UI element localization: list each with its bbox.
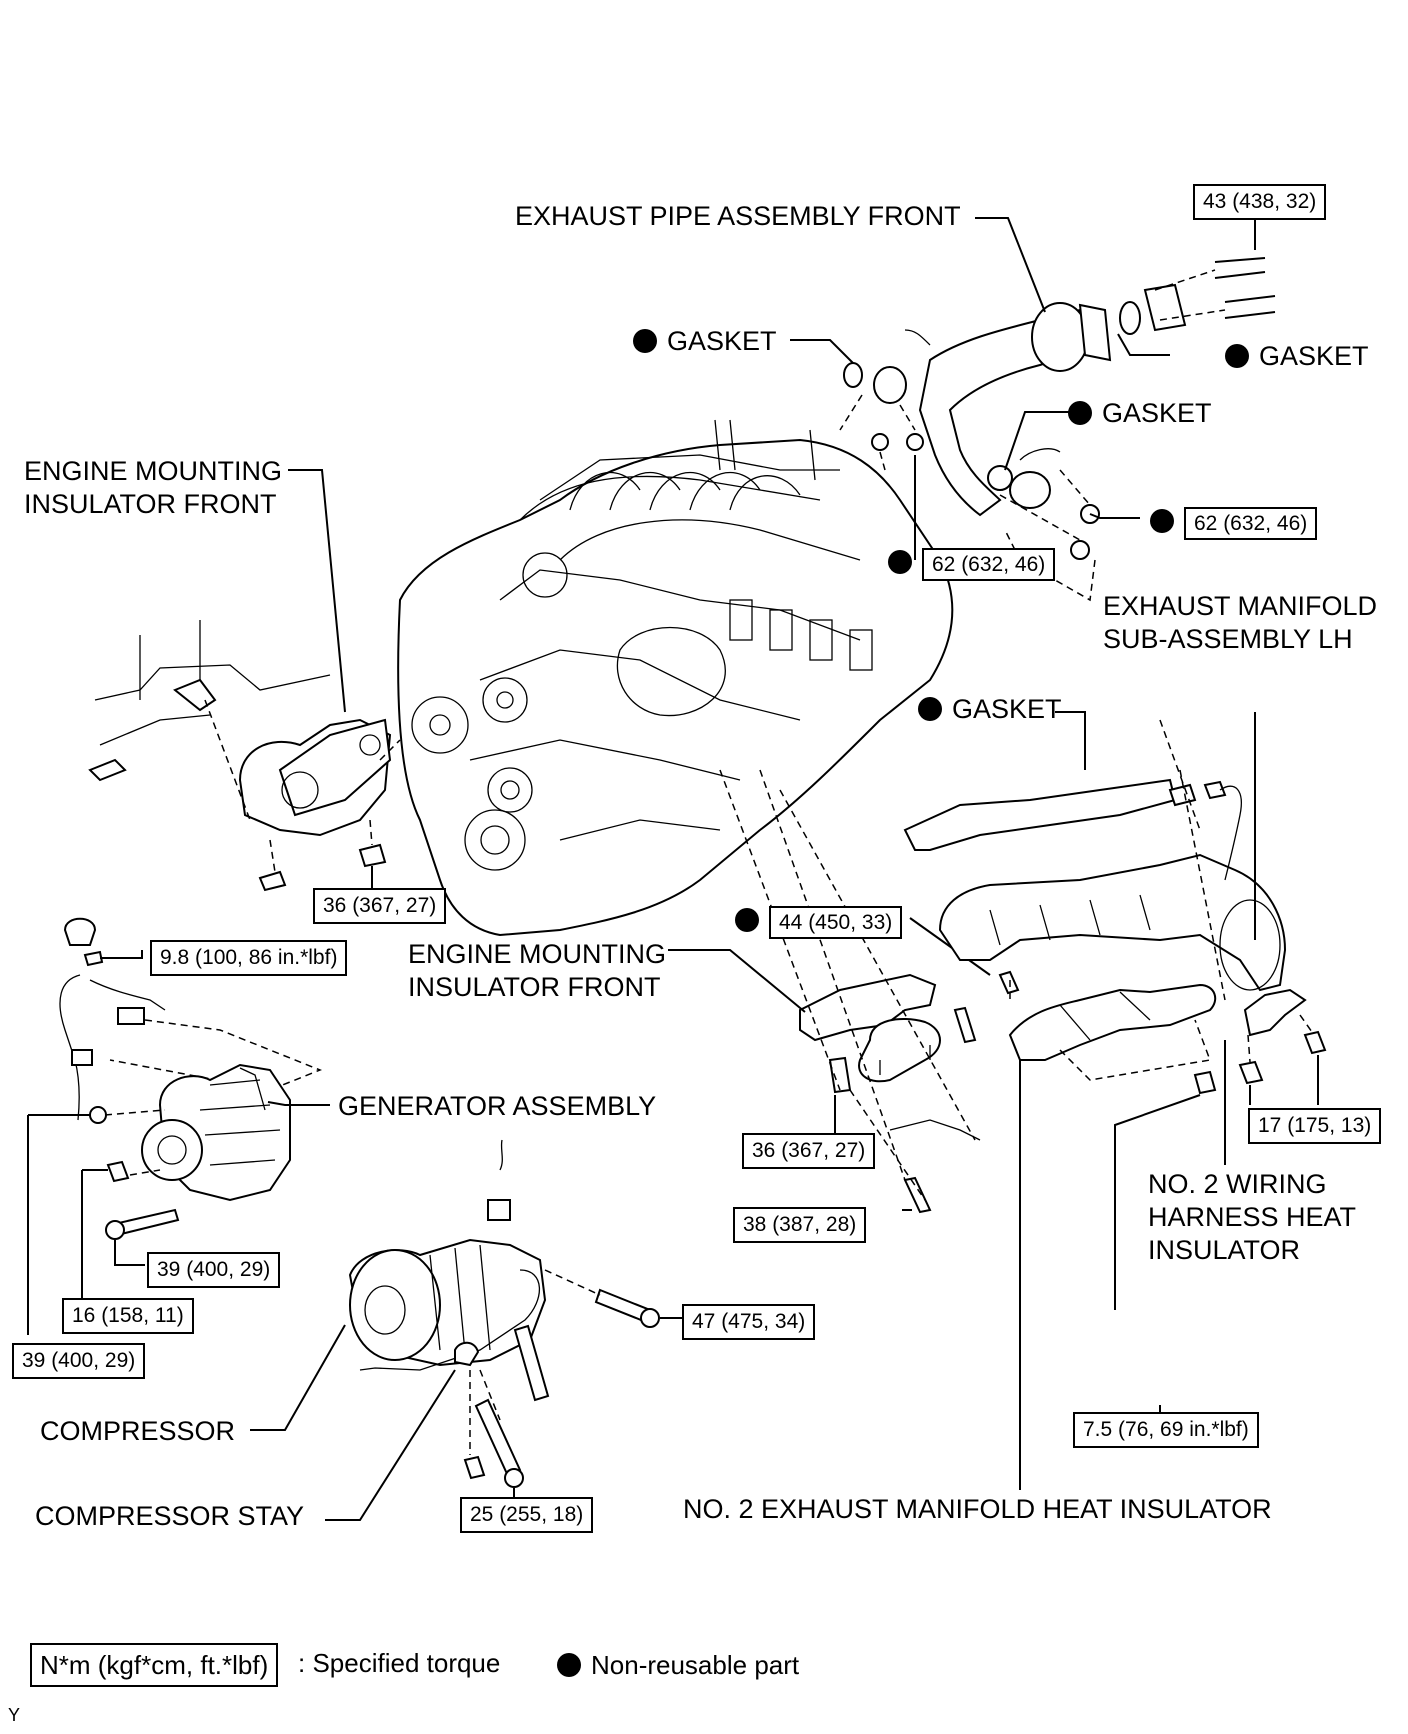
- label-manifold-heat-insulator: NO. 2 EXHAUST MANIFOLD HEAT INSULATOR: [683, 1494, 1272, 1524]
- nut-1: [871, 433, 889, 451]
- label-engine-mount-left-line1: ENGINE MOUNTING: [24, 456, 283, 486]
- legend-non-reusable: Non-reusable part: [557, 1649, 799, 1681]
- label-exhaust-manifold-line2: SUB-ASSEMBLY LH: [1103, 624, 1353, 654]
- engine-block: [397, 419, 954, 937]
- torque-manifold-nut-right: 62 (632, 46): [1150, 505, 1318, 540]
- torque-box-insulator-75: 7.5 (76, 69 in.*lbf): [1073, 1412, 1259, 1448]
- torque-box-wire: 9.8 (100, 86 in.*lbf): [150, 940, 348, 976]
- label-exhaust-pipe-front: EXHAUST PIPE ASSEMBLY FRONT: [515, 201, 961, 231]
- torque-manifold-nut-left: 62 (632, 46): [888, 546, 1056, 581]
- non-reusable-dot-icon: [888, 550, 912, 574]
- label-gasket-manifold: GASKET: [918, 693, 1062, 726]
- torque-box-mount-left: 36 (367, 27): [313, 888, 447, 924]
- sensor-wire: [59, 917, 323, 1121]
- torque-box: 62 (632, 46): [922, 548, 1056, 581]
- generator-assembly: [89, 1063, 291, 1240]
- torque-mount-44: 44 (450, 33): [735, 904, 903, 939]
- label-generator-assembly: GENERATOR ASSEMBLY: [338, 1091, 657, 1121]
- non-reusable-dot-icon: [918, 697, 942, 721]
- engine-mount-left: [88, 620, 401, 892]
- label-exhaust-manifold-line1: EXHAUST MANIFOLD: [1103, 591, 1378, 621]
- flange-bolts-top: [1119, 200, 1276, 335]
- label-wiring-insulator-line3: INSULATOR: [1148, 1235, 1301, 1265]
- label-gasket-text: GASKET: [1102, 398, 1212, 428]
- label-engine-mount-right-line1: ENGINE MOUNTING: [408, 939, 667, 969]
- compressor: [348, 1139, 660, 1488]
- label-gasket-text: GASKET: [667, 326, 777, 356]
- non-reusable-dot-icon: [1225, 344, 1249, 368]
- nut-4: [1070, 540, 1090, 560]
- torque-box: 44 (450, 33): [769, 906, 903, 939]
- engine-mount-right: [719, 769, 981, 1214]
- torque-box-comp-47: 47 (475, 34): [682, 1304, 816, 1340]
- label-gasket-mid: GASKET: [1068, 397, 1212, 430]
- torque-box-top-bolt: 43 (438, 32): [1193, 184, 1327, 220]
- torque-box-gen-39-a: 39 (400, 29): [147, 1252, 281, 1288]
- exhaust-manifold: [903, 719, 1287, 1001]
- wiring-heat-insulator: [1238, 988, 1327, 1085]
- legend-torque-desc: : Specified torque: [298, 1648, 501, 1678]
- gasket-ring-top: [843, 362, 863, 388]
- label-wiring-insulator-line1: NO. 2 WIRING: [1148, 1169, 1327, 1199]
- label-compressor-stay: COMPRESSOR STAY: [35, 1501, 305, 1531]
- heat-insulator-manifold: [1008, 983, 1217, 1095]
- label-compressor: COMPRESSOR: [40, 1416, 236, 1446]
- exhaust-pipe-front: [904, 302, 1112, 517]
- legend-torque-unit: N*m (kgf*cm, ft.*lbf): [30, 1643, 279, 1687]
- label-gasket-text: GASKET: [952, 694, 1062, 724]
- torque-box-mount-right: 36 (367, 27): [742, 1133, 876, 1169]
- non-reusable-dot-icon: [1068, 401, 1092, 425]
- torque-box-gen-16: 16 (158, 11): [62, 1298, 194, 1334]
- legend-non-reusable-text: Non-reusable part: [591, 1650, 800, 1680]
- non-reusable-dot-icon: [633, 329, 657, 353]
- torque-box-stay-25: 25 (255, 18): [460, 1497, 594, 1533]
- torque-box-17: 17 (175, 13): [1248, 1108, 1382, 1144]
- gasket-ring-mid: [987, 465, 1013, 491]
- torque-box-38: 38 (387, 28): [733, 1207, 867, 1243]
- non-reusable-dot-icon: [735, 908, 759, 932]
- label-wiring-insulator-line2: HARNESS HEAT: [1148, 1202, 1357, 1232]
- non-reusable-dot-icon: [1150, 509, 1174, 533]
- torque-box: 62 (632, 46): [1184, 507, 1318, 540]
- figure-code: Y: [8, 1705, 21, 1725]
- label-engine-mount-left-line2: INSULATOR FRONT: [24, 489, 277, 519]
- torque-box-gen-39-b: 39 (400, 29): [12, 1343, 146, 1379]
- label-gasket-top-right: GASKET: [1225, 340, 1369, 373]
- label-engine-mount-right-line2: INSULATOR FRONT: [408, 972, 661, 1002]
- nut-2: [906, 433, 924, 451]
- non-reusable-dot-icon: [557, 1653, 581, 1677]
- gasket-flange: [873, 366, 907, 404]
- label-gasket-top-left: GASKET: [633, 325, 777, 358]
- label-gasket-text: GASKET: [1259, 341, 1369, 371]
